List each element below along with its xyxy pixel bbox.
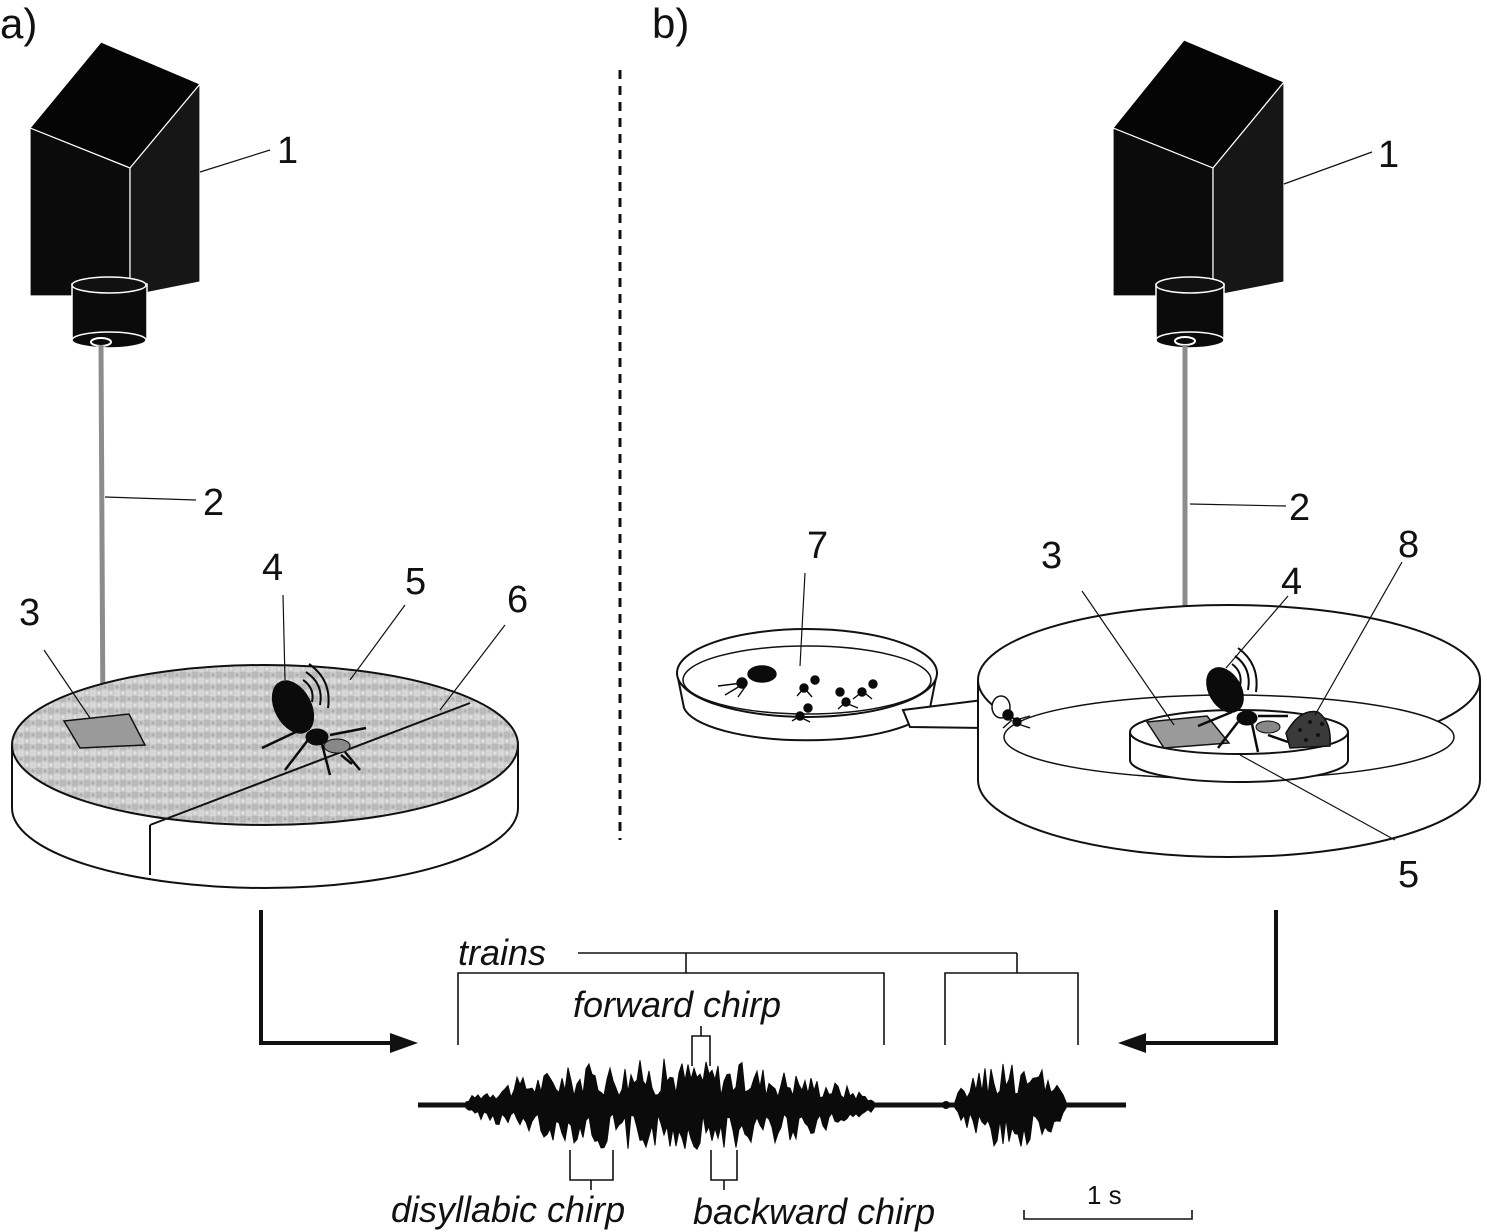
camera-a	[29, 41, 201, 349]
label-b-ant: 4	[1281, 561, 1302, 603]
signal-marker-dot	[942, 1101, 950, 1109]
label-b-arena: 5	[1398, 854, 1419, 896]
label-b-beam: 2	[1289, 487, 1310, 529]
laser-beam-a	[98, 344, 106, 731]
annotation-brackets	[457, 952, 1193, 1220]
label-forward-chirp: forward chirp	[573, 984, 781, 1025]
panel-label-a: a)	[0, 0, 37, 47]
label-a-beam: 2	[203, 482, 224, 524]
arrow-from-a	[259, 910, 418, 1053]
leader-lines-a	[43, 149, 506, 719]
arena-a	[11, 664, 519, 889]
label-b-camera: 1	[1378, 134, 1399, 176]
leader-lines-b	[799, 151, 1403, 841]
camera-b	[1112, 39, 1285, 349]
label-b-target: 3	[1041, 535, 1062, 577]
label-b-object: 8	[1398, 524, 1419, 566]
reflective-target-b	[1145, 715, 1231, 749]
label-a-camera: 1	[277, 130, 298, 172]
label-trains: trains	[458, 932, 546, 973]
reflective-target-a	[62, 713, 147, 749]
arena-b	[977, 604, 1481, 858]
nest-dish	[676, 628, 938, 742]
label-a-target: 3	[19, 592, 40, 634]
label-b-nest: 7	[807, 525, 828, 567]
label-a-ant: 4	[262, 547, 283, 589]
ant-b	[1197, 647, 1289, 753]
label-a-slit: 6	[507, 579, 528, 621]
signal-train-1	[465, 1058, 875, 1151]
label-scale-bar: 1 s	[1087, 1180, 1122, 1210]
panel-label-b: b)	[652, 0, 689, 47]
signal-train-2	[954, 1063, 1067, 1148]
arrow-from-b	[1118, 910, 1278, 1053]
label-a-arena: 5	[405, 561, 426, 603]
ant-a	[261, 663, 367, 776]
slit-a	[149, 702, 471, 826]
label-disyllabic-chirp: disyllabic chirp	[391, 1189, 625, 1230]
label-backward-chirp: backward chirp	[693, 1191, 935, 1232]
food-object	[1285, 710, 1331, 749]
